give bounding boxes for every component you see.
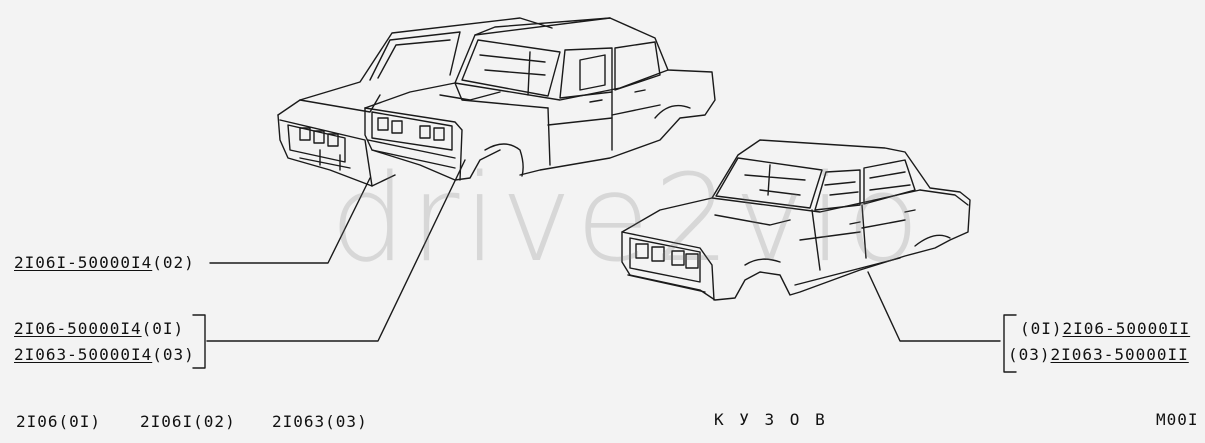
sheet-title: К У З О В [714, 410, 828, 429]
part-number: 2I063-50000I4 [14, 345, 153, 364]
part-number: 2I06-50000I4 [14, 319, 142, 338]
callout-sedan-body-b: 2I063-50000I4(03) [14, 346, 195, 364]
callout-wagon-body: 2I06I-50000I4(02) [14, 254, 195, 272]
model-code: (0I) [141, 319, 185, 338]
bare-body-front-car [364, 17, 716, 181]
model-code: (03) [152, 345, 195, 364]
complete-body-car [621, 139, 971, 301]
model-code: (0I) [1020, 319, 1063, 338]
callout-complete-body-a: (0I)2I06-50000II [1020, 320, 1190, 338]
bare-body-rear-car [277, 17, 553, 187]
part-number: 2I06I-50000I4 [14, 253, 153, 272]
footer-model-1: 2I06(0I) [16, 412, 102, 431]
part-number: 2I063-50000II [1050, 345, 1189, 364]
callout-sedan-body-a: 2I06-50000I4(0I) [14, 320, 184, 338]
sheet-number: M00I [1156, 410, 1199, 429]
footer-model-3: 2I063(03) [272, 412, 368, 431]
model-code: (02) [152, 253, 195, 272]
callout-leaders [192, 159, 1017, 373]
part-number: 2I06-50000II [1062, 319, 1191, 338]
model-code: (03) [1008, 345, 1051, 364]
footer-model-2: 2I06I(02) [140, 412, 236, 431]
callout-complete-body-b: (03)2I063-50000II [1008, 346, 1189, 364]
